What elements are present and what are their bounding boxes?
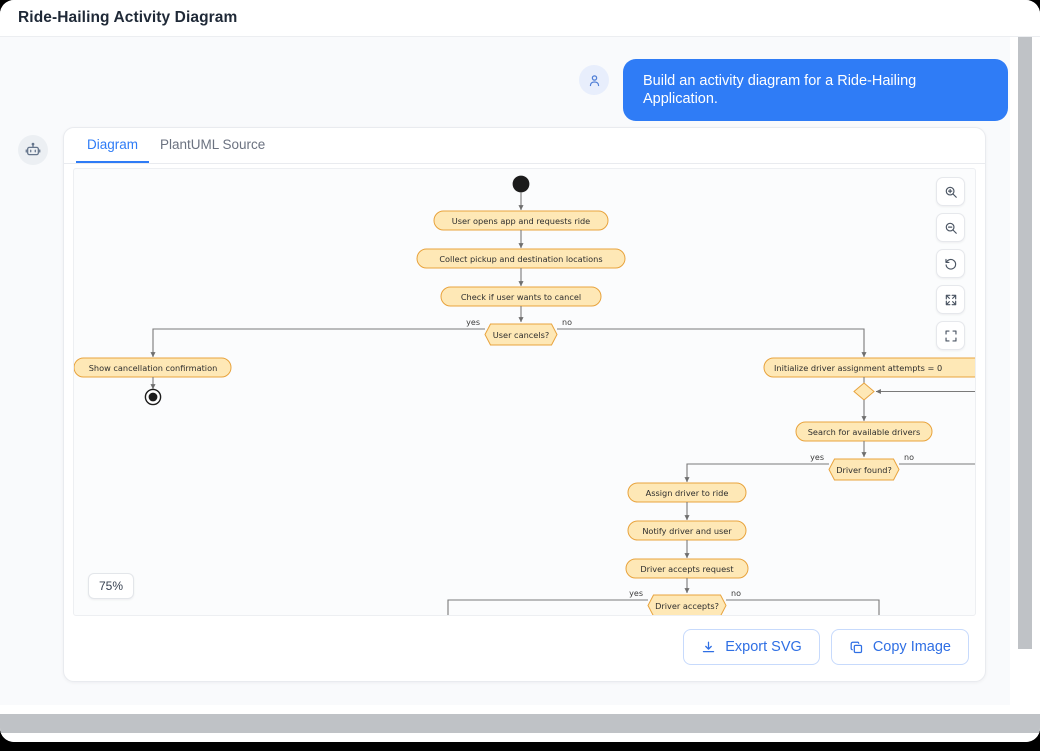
- edge-d2-m1-loop: [875, 388, 975, 465]
- decision-node: Driver accepts?: [647, 594, 727, 615]
- user-message-bubble: Build an activity diagram for a Ride-Hai…: [623, 59, 1008, 122]
- vertical-scrollbar[interactable]: [1010, 37, 1040, 705]
- guard-label-no: no: [562, 318, 572, 327]
- window-header: Ride-Hailing Activity Diagram: [0, 0, 1040, 37]
- activity-diagram-svg: User opens app and requests ride Collect…: [74, 175, 975, 615]
- export-svg-label: Export SVG: [725, 639, 802, 655]
- guard-label-yes: yes: [466, 318, 480, 327]
- edge-d1-a4: [150, 328, 485, 358]
- action-node: Initialize driver assignment attempts = …: [763, 357, 975, 378]
- node-label: Driver accepts request: [640, 564, 734, 574]
- action-node: User opens app and requests ride: [433, 210, 609, 231]
- user-icon: [589, 74, 599, 86]
- action-node: Search for available drivers: [795, 421, 933, 442]
- page-body: Build an activity diagram for a Ride-Hai…: [0, 37, 1010, 705]
- zoom-out-button[interactable]: [936, 213, 965, 242]
- guard-label-no: no: [904, 453, 914, 462]
- edge-d1-a5: [557, 328, 867, 358]
- merge-node: [853, 382, 875, 401]
- action-node: Driver accepts request: [625, 558, 749, 579]
- start-node: [512, 175, 530, 193]
- fullscreen-button[interactable]: [936, 321, 965, 350]
- card-actions: Export SVG Copy Image: [64, 616, 985, 681]
- tab-diagram-label: Diagram: [87, 137, 139, 152]
- end-node: [144, 388, 162, 406]
- tab-plantuml-source[interactable]: PlantUML Source: [149, 128, 276, 163]
- guard-label-no: no: [731, 589, 741, 598]
- zoom-in-button[interactable]: [936, 177, 965, 206]
- card-tabs: Diagram PlantUML Source: [64, 128, 985, 164]
- action-node: Check if user wants to cancel: [440, 286, 602, 307]
- action-node: Show cancellation confirmation: [74, 357, 232, 378]
- tab-plantuml-source-label: PlantUML Source: [160, 137, 266, 152]
- action-node: Assign driver to ride: [627, 482, 747, 503]
- page-title: Ride-Hailing Activity Diagram: [18, 9, 238, 26]
- node-label: Collect pickup and destination locations: [439, 254, 602, 264]
- action-node: Collect pickup and destination locations: [416, 248, 626, 269]
- node-label: Search for available drivers: [808, 427, 921, 437]
- user-message-row: Build an activity diagram for a Ride-Hai…: [0, 59, 1010, 122]
- download-icon: [703, 641, 715, 652]
- guard-label-yes: yes: [629, 589, 643, 598]
- user-avatar: [579, 65, 609, 95]
- node-label: Check if user wants to cancel: [461, 292, 581, 302]
- zoom-out-icon: [945, 222, 957, 234]
- decision-node: User cancels?: [484, 323, 558, 346]
- export-svg-button[interactable]: Export SVG: [683, 629, 820, 665]
- node-label: Notify driver and user: [642, 526, 732, 536]
- edge-d2-a7: [684, 463, 829, 483]
- tab-diagram[interactable]: Diagram: [76, 128, 150, 163]
- diagram-canvas[interactable]: 75%: [73, 168, 976, 616]
- node-label: Initialize driver assignment attempts = …: [774, 363, 942, 373]
- fit-to-screen-button[interactable]: [936, 285, 965, 314]
- node-label: Show cancellation confirmation: [89, 363, 218, 373]
- assistant-message-row: Diagram PlantUML Source: [0, 127, 1010, 682]
- decision-node: Driver found?: [828, 458, 900, 481]
- fit-screen-icon: [945, 294, 956, 305]
- diagram-card: Diagram PlantUML Source: [63, 127, 986, 682]
- node-label: Driver accepts?: [655, 601, 719, 611]
- copy-icon: [850, 641, 862, 653]
- reset-view-button[interactable]: [936, 249, 965, 278]
- fullscreen-icon: [944, 329, 957, 342]
- robot-icon: [25, 142, 41, 156]
- vertical-scrollbar-thumb[interactable]: [1018, 37, 1032, 649]
- copy-image-label: Copy Image: [872, 639, 951, 655]
- zoom-level-badge[interactable]: 75%: [88, 573, 135, 599]
- bot-avatar: [18, 135, 48, 165]
- guard-label-yes: yes: [810, 453, 824, 462]
- node-label: User cancels?: [493, 330, 549, 340]
- reset-rotate-icon: [944, 258, 956, 270]
- edge-d3-yes: [447, 599, 648, 615]
- edge-d3-no: [726, 599, 880, 615]
- horizontal-scrollbar[interactable]: [0, 705, 1040, 742]
- diagram-toolbar: [936, 177, 965, 350]
- node-label: Driver found?: [836, 465, 892, 475]
- node-label: Assign driver to ride: [646, 488, 729, 498]
- action-node: Notify driver and user: [627, 520, 747, 541]
- copy-image-button[interactable]: Copy Image: [830, 629, 969, 665]
- zoom-in-icon: [945, 186, 957, 198]
- horizontal-scrollbar-thumb[interactable]: [0, 714, 1040, 733]
- node-label: User opens app and requests ride: [452, 216, 590, 226]
